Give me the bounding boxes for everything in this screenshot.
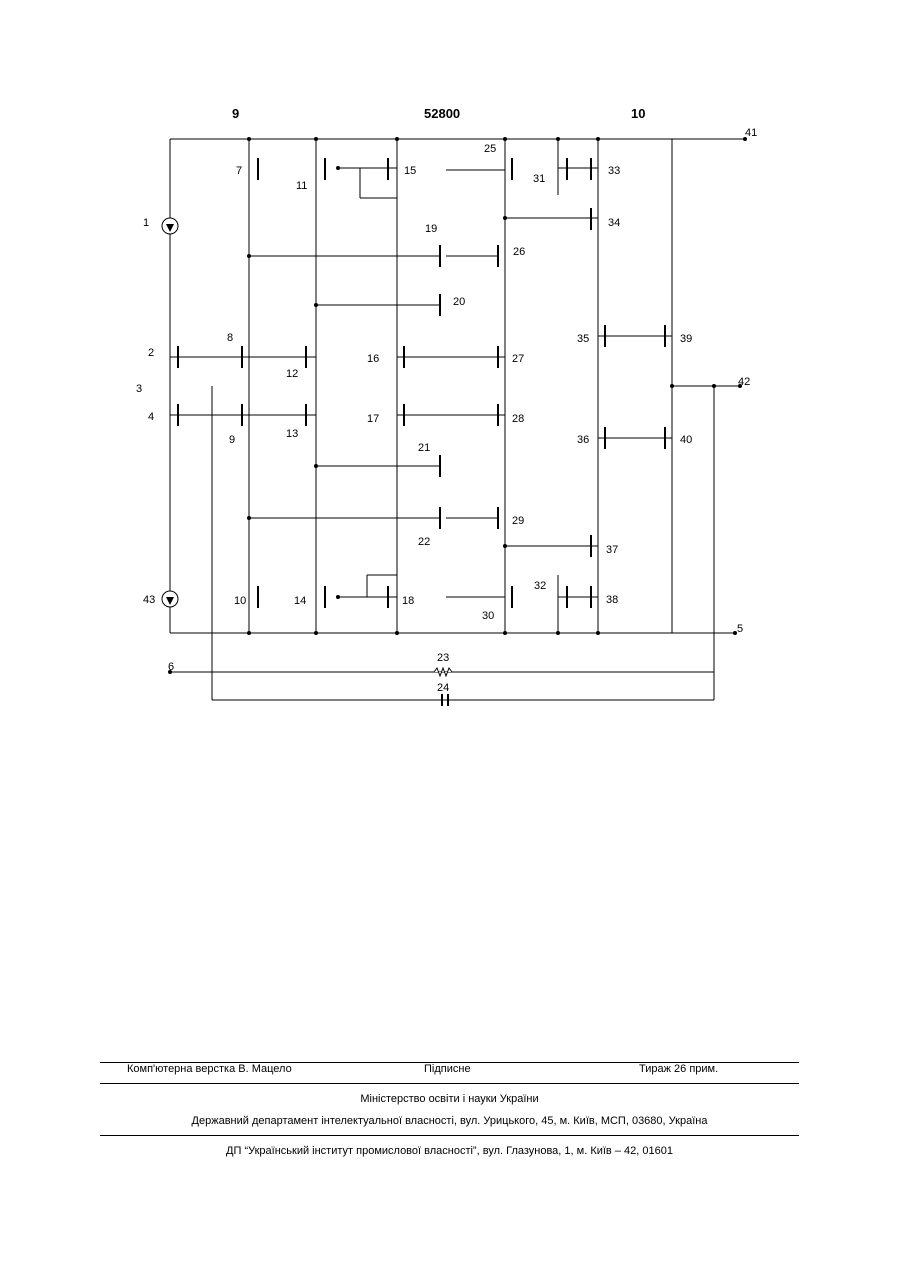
transistor-label: 18	[402, 595, 414, 607]
transistor-label: 10	[234, 595, 246, 607]
transistor-label: 7	[236, 165, 242, 177]
transistor-label: 38	[606, 594, 618, 606]
node-label: 41	[745, 127, 757, 139]
transistor-label: 40	[680, 434, 692, 446]
transistor-label: 13	[286, 428, 298, 440]
layout-credit: Комп'ютерна верстка В. Мацело	[127, 1063, 292, 1075]
node-label: 5	[737, 623, 743, 635]
ministry-line: Міністерство освіти і науки України	[100, 1093, 799, 1105]
junction-dots	[168, 137, 747, 674]
transistor-label: 32	[534, 580, 546, 592]
transistor-label: 12	[286, 368, 298, 380]
transistor-label: 31	[533, 173, 545, 185]
transistor-label: 39	[680, 333, 692, 345]
transistor-label: 36	[577, 434, 589, 446]
signed-note: Підписне	[424, 1063, 471, 1075]
transistor-label: 33	[608, 165, 620, 177]
transistor-label: 25	[484, 143, 496, 155]
transistor-label: 20	[453, 296, 465, 308]
divider-middle	[100, 1083, 799, 1084]
circuit-diagram: 7111525313334192620281216273539349131728…	[0, 0, 901, 760]
circuit-wires	[170, 139, 745, 700]
transistor-label: 14	[294, 595, 306, 607]
footer-row: Комп'ютерна верстка В. Мацело Підписне Т…	[100, 1063, 799, 1079]
transistor-label: 22	[418, 536, 430, 548]
transistor-label: 29	[512, 515, 524, 527]
print-run: Тираж 26 прим.	[639, 1063, 718, 1075]
transistor-label: 3	[136, 383, 142, 395]
institute-line: ДП “Український інститут промислової вла…	[100, 1145, 799, 1157]
node-label: 6	[168, 661, 174, 673]
node-labels: 1414243562324	[143, 127, 757, 694]
transistor-label: 11	[296, 180, 307, 192]
transistor-label: 21	[418, 442, 430, 454]
transistor-label: 2	[148, 347, 154, 359]
transistor-label: 28	[512, 413, 524, 425]
transistor-label: 17	[367, 413, 379, 425]
transistor-label: 37	[606, 544, 618, 556]
transistor-label: 9	[229, 434, 235, 446]
transistor-label: 16	[367, 353, 379, 365]
transistor-labels: 7111525313334192620281216273539349131728…	[136, 143, 692, 622]
transistor-label: 27	[512, 353, 524, 365]
node-label: 43	[143, 594, 155, 606]
node-label: 42	[738, 376, 750, 388]
node-label: 23	[437, 652, 449, 664]
transistor-label: 30	[482, 610, 494, 622]
transistor-label: 15	[404, 165, 416, 177]
transistor-label: 8	[227, 332, 233, 344]
transistor-label: 34	[608, 217, 620, 229]
transistor-label: 26	[513, 246, 525, 258]
department-line: Державний департамент інтелектуальної вл…	[100, 1115, 799, 1127]
transistor-label: 35	[577, 333, 589, 345]
divider-top	[100, 1062, 799, 1063]
node-label: 1	[143, 217, 149, 229]
transistor-label: 19	[425, 223, 437, 235]
transistor-label: 4	[148, 411, 154, 423]
node-label: 24	[437, 682, 449, 694]
resistor-23	[434, 668, 452, 676]
divider-bottom	[100, 1135, 799, 1136]
